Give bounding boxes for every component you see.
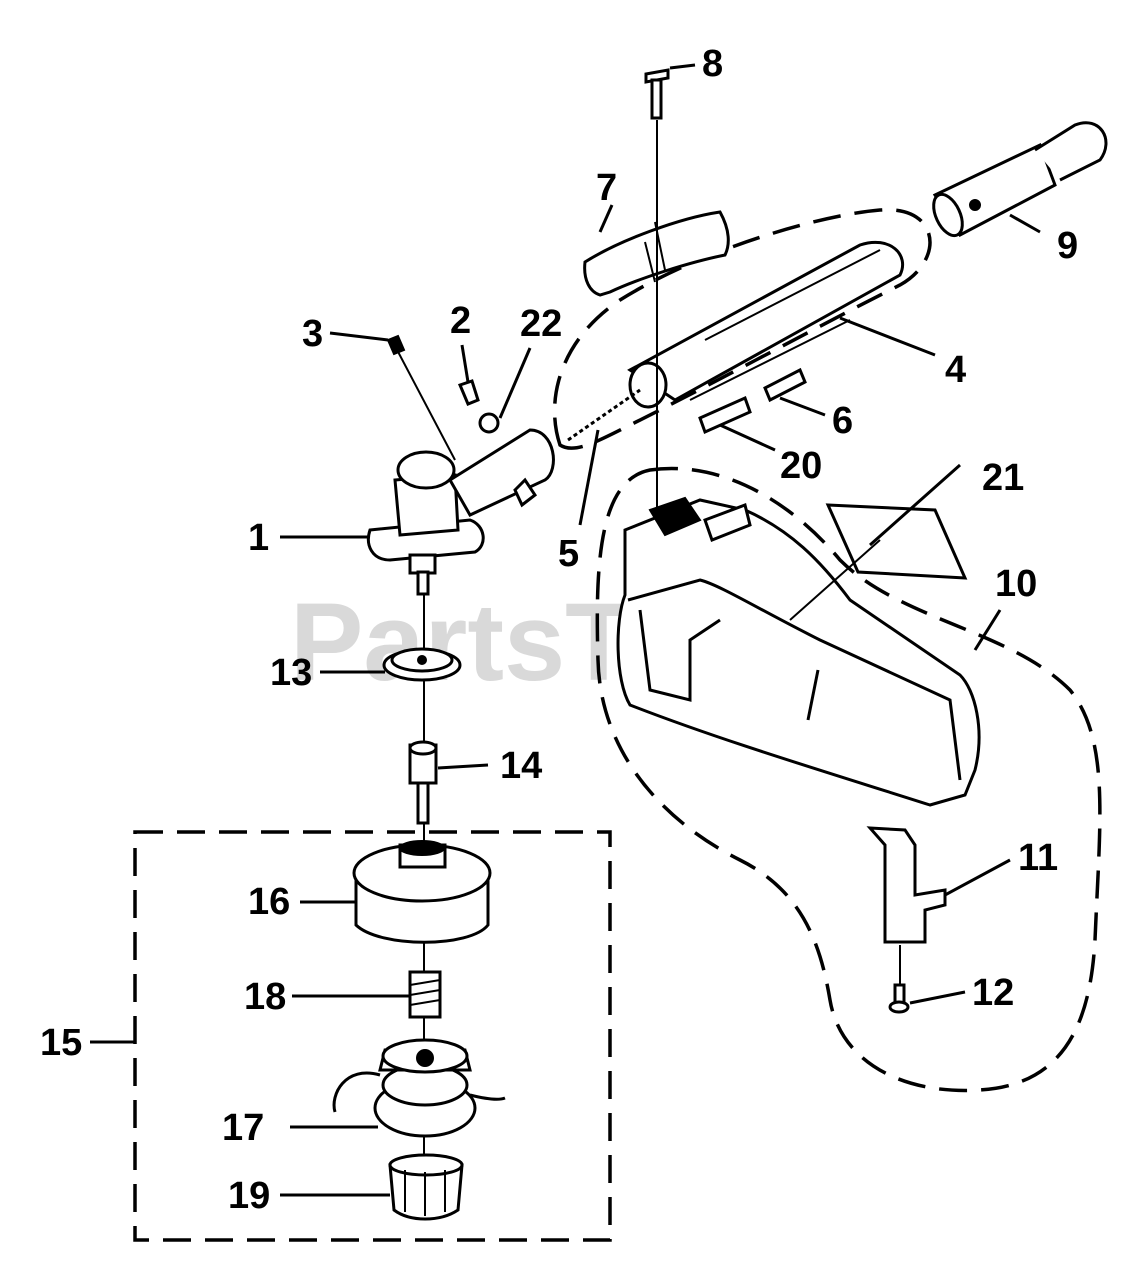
decal-part-6[interactable] [763,367,807,403]
fitting-part-2[interactable] [457,379,480,406]
shaft-assembly-outline [552,208,932,450]
decal-part-20[interactable] [698,395,752,435]
label-16: 16 [248,881,290,923]
bump-knob-part-19[interactable] [388,1153,464,1221]
handle-assembly-outline [595,466,1102,1093]
label-4: 4 [945,349,966,391]
screw-part-3[interactable] [386,334,406,356]
leader-lines [90,63,1041,1197]
label-8: 8 [702,43,723,85]
label-1: 1 [248,517,269,559]
label-22: 22 [520,303,562,345]
adapter-part-14[interactable] [408,740,438,825]
spring-part-18[interactable] [408,970,442,1019]
handle-part-10[interactable] [616,496,981,807]
label-2: 2 [450,300,471,342]
label-11: 11 [1018,837,1058,879]
label-part-21[interactable] [825,503,968,580]
coupler-part-9[interactable] [928,121,1108,240]
screw-part-12[interactable] [888,945,910,1014]
washer-part-22[interactable] [478,412,500,434]
spool-head-kit-outline [133,830,612,1242]
drive-cable-part-5[interactable] [567,388,641,442]
label-9: 9 [1057,225,1078,267]
gear-head-part-1[interactable] [366,428,555,596]
bracket-part-11[interactable] [866,826,947,944]
guide-line-3 [394,345,456,461]
label-18: 18 [244,976,286,1018]
leader-21-inner [789,539,881,621]
label-6: 6 [832,400,853,442]
label-7: 7 [596,167,617,209]
label-13: 13 [270,652,312,694]
label-3: 3 [302,313,323,355]
screw-part-8[interactable] [644,68,670,120]
label-20: 20 [780,445,822,487]
label-10: 10 [995,563,1037,605]
spool-housing-part-16[interactable] [352,840,492,944]
label-5: 5 [558,533,579,575]
label-12: 12 [972,972,1014,1014]
label-15: 15 [40,1022,82,1064]
label-17: 17 [222,1107,264,1149]
label-14: 14 [500,745,542,787]
washer-part-13[interactable] [382,647,462,682]
label-21: 21 [982,457,1024,499]
spool-part-17[interactable] [332,1038,506,1138]
label-19: 19 [228,1175,270,1217]
